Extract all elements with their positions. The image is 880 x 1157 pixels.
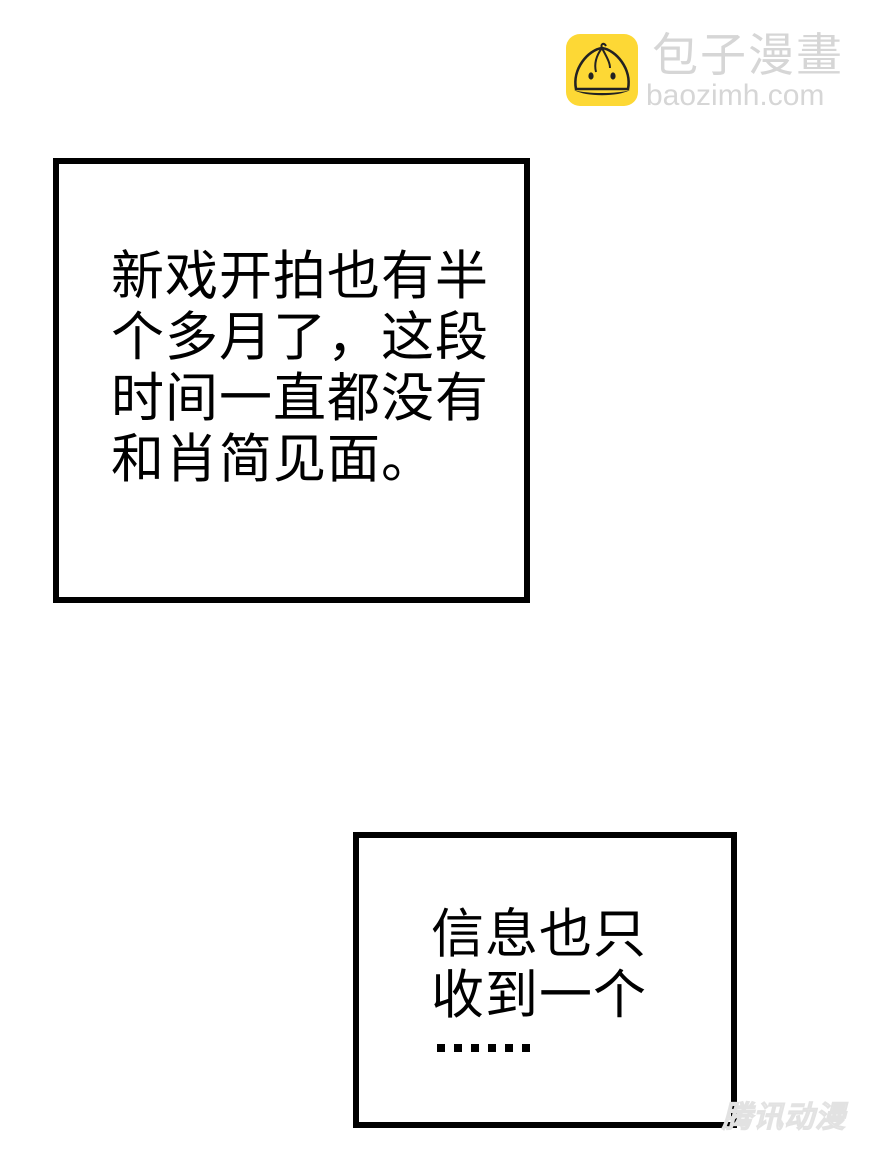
caption-text-1: 新戏开拍也有半 个多月了，这段 时间一直都没有 和肖简见面。	[111, 246, 489, 490]
site-title: 包子漫畫	[652, 28, 844, 82]
steamed-bun-logo-icon	[566, 34, 638, 106]
caption-line: 信息也只	[431, 904, 647, 965]
publisher-watermark: 腾讯动漫	[722, 1100, 846, 1136]
caption-line: 时间一直都没有	[111, 368, 489, 429]
ellipsis-dots	[437, 1044, 530, 1052]
site-watermark: 包子漫畫 baozimh.com	[566, 30, 856, 112]
caption-panel-2: 信息也只 收到一个	[353, 832, 737, 1128]
caption-line: 和肖简见面。	[111, 429, 435, 490]
site-url: baozimh.com	[646, 79, 825, 112]
caption-text-2: 信息也只 收到一个	[431, 904, 647, 1026]
caption-line: 新戏开拍也有半	[111, 246, 489, 307]
caption-panel-1: 新戏开拍也有半 个多月了，这段 时间一直都没有 和肖简见面。	[53, 158, 530, 603]
caption-line: 收到一个	[431, 965, 647, 1026]
caption-line: 个多月了，这段	[111, 307, 489, 368]
